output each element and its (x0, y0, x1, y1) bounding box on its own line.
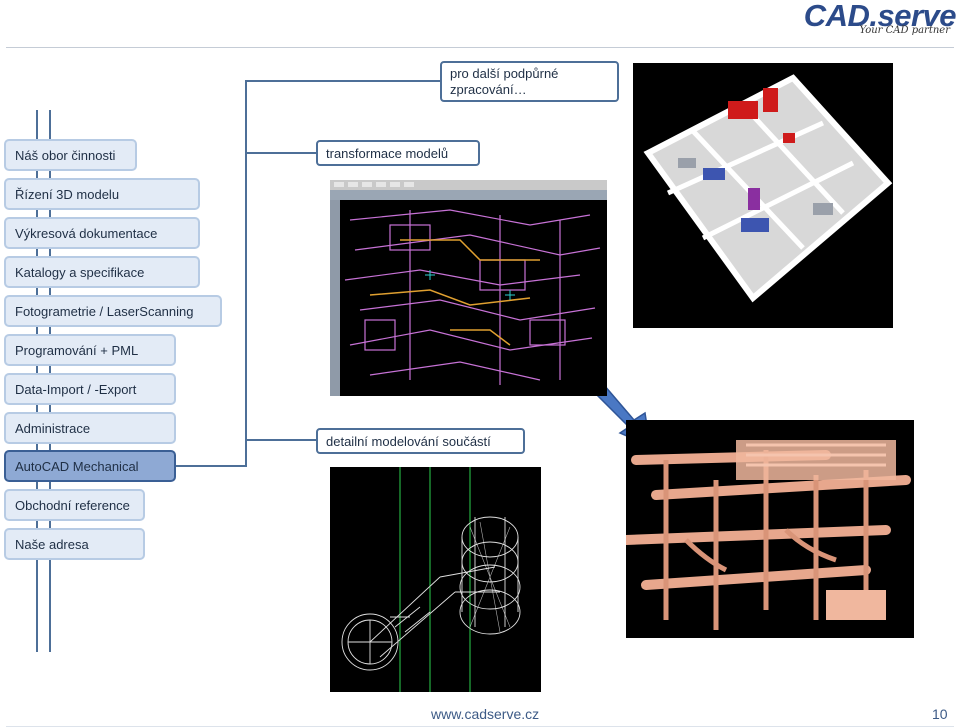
autocad-wireframe-image (330, 180, 607, 396)
footer-url[interactable]: www.cadserve.cz (431, 706, 540, 722)
nav-label: Řízení 3D modelu (15, 186, 120, 202)
nav-item-vykresova-dokumentace[interactable]: Výkresová dokumentace (4, 217, 200, 249)
nav-label: Data-Import / -Export (15, 381, 137, 397)
nav-label: Administrace (15, 420, 91, 436)
nav-item-data-import[interactable]: Data-Import / -Export (4, 373, 176, 405)
nav-label: Fotogrametrie / LaserScanning (15, 303, 194, 319)
header-divider (6, 47, 954, 48)
nav-label: Výkresová dokumentace (15, 225, 158, 241)
connector-line-further (176, 80, 440, 467)
nav-label: Naše adresa (15, 536, 89, 552)
nav-item-nase-adresa[interactable]: Naše adresa (4, 528, 145, 560)
callout-transform-text: transformace modelů (326, 145, 449, 161)
nav-item-programovani[interactable]: Programování + PML (4, 334, 176, 366)
pipework-render-image (626, 420, 914, 638)
callout-further-line1: pro další podpůrné (450, 65, 559, 81)
nav-item-katalogy[interactable]: Katalogy a specifikace (4, 256, 200, 288)
callout-detail-text: detailní modelování součástí (326, 433, 491, 449)
page-number: 10 (932, 706, 948, 722)
nav-label: Obchodní reference (15, 497, 130, 513)
logo-tagline: Your CAD partner (859, 25, 950, 36)
nav-label: Náš obor činnosti (15, 147, 116, 163)
cadserve-logo: CAD.serve Your CAD partner (778, 0, 960, 44)
nav-item-fotogrametrie[interactable]: Fotogrametrie / LaserScanning (4, 295, 222, 327)
logo-brand: CAD.serve (803, 0, 957, 33)
callout-transform: transformace modelů (316, 140, 480, 166)
callout-further-line2: zpracování… (450, 81, 527, 97)
nav-label: Katalogy a specifikace (15, 264, 145, 280)
nav-item-administrace[interactable]: Administrace (4, 412, 176, 444)
nav-label: Programování + PML (15, 342, 139, 358)
callout-further-processing: pro další podpůrné zpracování… (440, 61, 619, 102)
nav-item-autocad-mechanical[interactable]: AutoCAD Mechanical (4, 450, 176, 482)
callout-detail: detailní modelování součástí (316, 428, 525, 454)
building-render-image (633, 63, 893, 328)
valve-wireframe-image (330, 467, 541, 692)
nav-label: AutoCAD Mechanical (15, 458, 139, 474)
nav-item-obchodni-reference[interactable]: Obchodní reference (4, 489, 145, 521)
nav-item-rizeni-3d[interactable]: Řízení 3D modelu (4, 178, 200, 210)
nav-item-nas-obor[interactable]: Náš obor činnosti (4, 139, 137, 171)
